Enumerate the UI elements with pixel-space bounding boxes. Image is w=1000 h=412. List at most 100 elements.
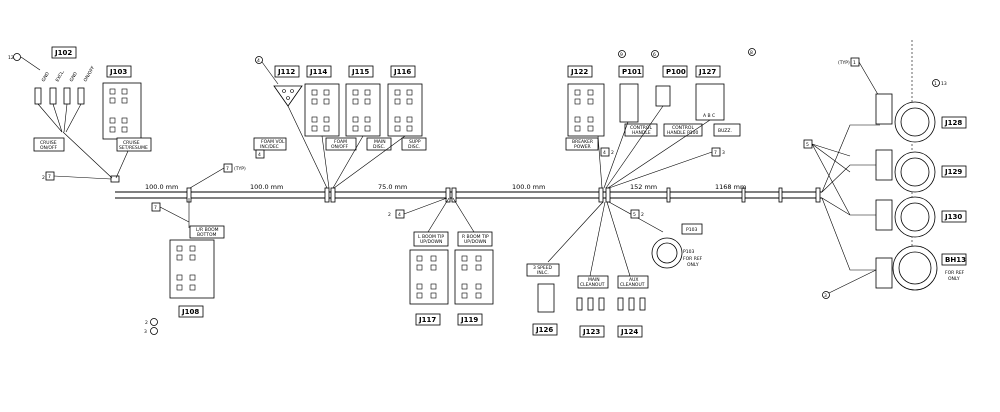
l-boom-tip-label-1: L BOOM TIP: [418, 234, 444, 240]
j123-label: J123: [582, 328, 600, 336]
j130-tag: [941, 210, 967, 223]
splice-marker: [598, 187, 604, 203]
j117-tag: [415, 313, 441, 326]
r-boom-tip-box: [457, 231, 493, 247]
j117-j119-pins: [416, 255, 482, 299]
dimension-1: 100.0 mm: [145, 183, 178, 191]
splice-marker: [330, 187, 336, 203]
j103-tag: [106, 65, 132, 78]
typ-label-a: (TYP): [234, 166, 246, 172]
j126-connector: [537, 283, 555, 313]
j130-label: J130: [944, 213, 962, 221]
splice-marker: [605, 187, 611, 203]
splice-marker: [815, 187, 821, 203]
callout-2-b: 2: [145, 320, 148, 326]
pin-label-excl: EXCL.: [55, 69, 67, 83]
callout-6: 6: [653, 52, 656, 58]
j122-pins: [574, 89, 594, 132]
j102-tag: [51, 46, 77, 59]
splice-marker: [445, 187, 451, 203]
callout-7-d: 7: [714, 150, 717, 156]
p103-ref-label: P103: [683, 249, 694, 255]
buzzer-label: BUZZ.: [718, 128, 732, 134]
cruise-set-box: [116, 137, 152, 152]
main-trunk: 100.0 mm 100.0 mm 75.0 mm 100.0 mm 152 m…: [110, 175, 822, 203]
cruise-onoff-label-2: ON/OFF: [40, 145, 58, 151]
callout-4-b: 4: [258, 152, 261, 158]
l-boom-tip-label-2: UP/DOWN: [420, 239, 442, 245]
aux-cleanout-box: [617, 275, 649, 289]
breaker-power-label-2: POWER: [574, 144, 591, 150]
j114-label: J114: [309, 68, 327, 76]
j114-tag: [306, 65, 332, 78]
l-boom-tip-box: [413, 231, 449, 247]
j108-tag: [178, 305, 204, 318]
breaker-power-label-1: BREAKER: [572, 139, 593, 145]
j115-label: J115: [351, 68, 369, 76]
j126-tag: [532, 323, 558, 336]
j127-tag: [695, 65, 721, 78]
j123-tag: [579, 325, 605, 338]
callout-3-c: 3: [824, 293, 827, 299]
bh13-sleeve: [875, 257, 893, 289]
r-boom-tip-label-1: R BOOM TIP: [462, 234, 489, 240]
lr-boom-label-1: L/R BOOM: [196, 227, 219, 233]
j114-connector: [304, 83, 340, 137]
callout-7-c: 7: [154, 205, 157, 211]
bh13-note-2: ONLY: [948, 276, 960, 282]
breaker-power-box: [565, 137, 599, 151]
bh13-tag: [941, 253, 967, 266]
foam-onoff-label-1: FOAM: [334, 139, 347, 145]
splice-marker: [778, 187, 783, 203]
p103-note-1: FOR REF: [683, 256, 703, 262]
j115-connector: [345, 83, 381, 137]
splice-marker: [451, 187, 457, 203]
foam-vol-box: [253, 137, 287, 151]
callout-1-b: 1: [934, 81, 937, 87]
p101-label: P101: [622, 68, 642, 76]
speed-box: [526, 263, 560, 277]
supp-disc-label-2: DISC.: [408, 144, 420, 150]
j122-j127-group: J122 BREAKER POWER 4 2 9 P101 6 P100 CON…: [565, 48, 756, 189]
j114-j116-pins: [311, 89, 413, 132]
control-handle-label-2: HANDLE: [632, 130, 651, 136]
pin-label-gnd-1: GND: [41, 71, 52, 83]
p100-label: P100: [666, 68, 686, 76]
main-disc-label-2: DISC.: [373, 144, 385, 150]
callout-3-a: 3: [144, 329, 147, 335]
foam-vol-label-1: FOAM VOL: [261, 139, 285, 145]
callout-13: 13: [941, 81, 947, 87]
foam-onoff-label-2: ON/OFF: [331, 144, 349, 150]
j129-tag: [941, 165, 967, 178]
callout-12: 12: [8, 55, 14, 61]
j119-label: J119: [460, 316, 478, 324]
supp-disc-label-1: SUPP: [409, 139, 421, 145]
callout-2-c: 2: [388, 212, 391, 218]
dimension-3: 75.0 mm: [378, 183, 407, 191]
splice-marker: [741, 187, 746, 203]
j112-tag: [274, 65, 300, 78]
j117-j119-group: 4 2 L BOOM TIP UP/DOWN R BOOM TIP UP/DOW…: [388, 197, 494, 326]
j108-label: J108: [181, 308, 199, 316]
callout-8: 8: [750, 50, 753, 56]
cruise-set-label-1: CRUISE: [123, 140, 140, 146]
j116-label: J116: [393, 68, 411, 76]
callout-2-e: 2: [641, 212, 644, 218]
speed-label-1: 3 SPEED: [533, 265, 553, 271]
dimension-5: 152 mm: [630, 183, 657, 191]
j127-label: J127: [698, 68, 716, 76]
p100-tag: [662, 65, 688, 78]
foam-onoff-box: [325, 137, 357, 151]
callout-7-a: 7: [48, 174, 51, 180]
callout-4-c: 4: [398, 212, 401, 218]
supp-disc-box: [401, 137, 427, 151]
j128-label: J128: [944, 119, 962, 127]
dimension-2: 100.0 mm: [250, 183, 283, 191]
j102-group: 12 J102 GND EXCL. GND ON/OFF CRUISE ON/O…: [8, 46, 246, 189]
control-handle-p100-label-2: HANDLE P100: [667, 130, 699, 136]
callout-5: 5: [633, 212, 636, 218]
pin-label-gnd-2: GND: [69, 71, 80, 83]
main-cleanout-label-2: CLEANOUT: [580, 282, 605, 288]
j103-pins: [109, 88, 128, 133]
